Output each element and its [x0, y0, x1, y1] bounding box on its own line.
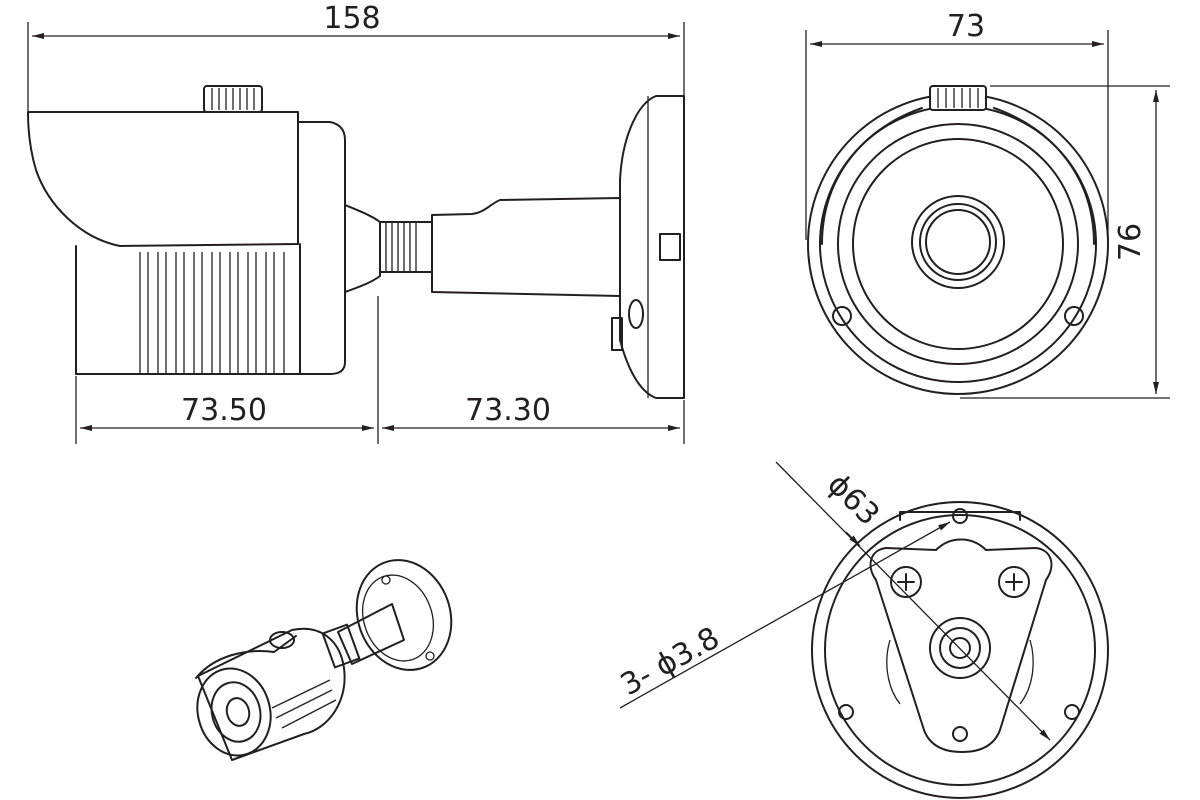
iso-body	[197, 627, 346, 761]
front-width-label: 73	[947, 9, 985, 44]
iso-mount-plate	[355, 559, 453, 671]
mount-hole-left	[838, 704, 854, 720]
rear-housing	[297, 121, 346, 375]
mount-hole-bottom	[952, 726, 968, 742]
base-view: ϕ63 3- ϕ3.8	[615, 461, 1109, 799]
iso-knob	[269, 631, 295, 649]
camera-body	[75, 243, 301, 375]
front-screw-left	[832, 306, 852, 326]
base-diameter-label: ϕ63	[820, 467, 886, 533]
side-view: 158	[27, 1, 685, 444]
base-screw-left	[890, 566, 922, 598]
front-height-dimension: 76	[960, 85, 1170, 399]
iso-arm	[337, 603, 405, 665]
lower-dimensions: 73.50 73.30	[75, 296, 685, 444]
iso-front-ring	[196, 667, 272, 757]
hole-spec-label: 3- ϕ3.8	[615, 621, 726, 703]
base-center-boss	[929, 617, 991, 679]
bracket-length-label: 73.30	[465, 393, 551, 428]
base-screw-right	[998, 566, 1030, 598]
front-height-label: 76	[1113, 223, 1148, 261]
swivel-nut	[379, 221, 433, 273]
lens-inner	[919, 203, 997, 281]
bracket-arm	[431, 197, 621, 297]
housing-length-label: 73.50	[181, 393, 267, 428]
sunshade-hood	[27, 111, 299, 247]
front-knob	[929, 85, 987, 111]
hole-spec-leader: 3- ϕ3.8	[615, 521, 951, 709]
neck-joint	[344, 204, 381, 293]
overall-length-dimension: 158	[27, 1, 685, 112]
overall-length-label: 158	[323, 1, 380, 36]
mount-plate	[619, 95, 685, 399]
mount-hole-top	[952, 508, 968, 524]
mount-hole-right	[1064, 704, 1080, 720]
heat-fins	[139, 252, 285, 374]
base-outer-ring	[811, 501, 1109, 799]
front-screw-right	[1064, 306, 1084, 326]
hood-knob	[203, 85, 263, 113]
lens-outer	[911, 195, 1005, 289]
iso-lens	[225, 697, 251, 727]
front-width-dimension: 73	[805, 9, 1109, 240]
isometric-view	[195, 559, 453, 761]
base-bracket-plate	[869, 538, 1053, 753]
front-view: 73 76	[805, 9, 1170, 399]
iso-nut	[321, 623, 361, 669]
